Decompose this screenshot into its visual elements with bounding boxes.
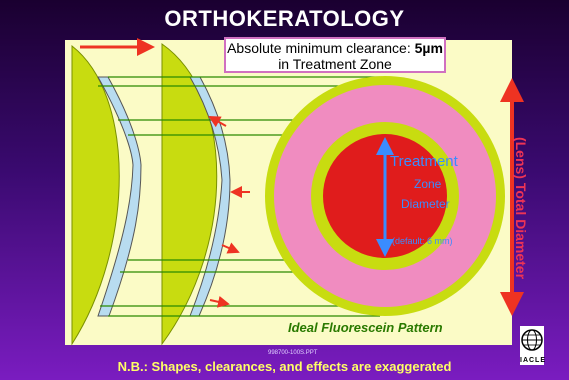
clearance-callout: Absolute minimum clearance: 5µm in Treat…	[224, 37, 446, 73]
diameter-label: Diameter	[401, 197, 450, 211]
force-arrow-lower	[222, 245, 238, 252]
footnote: N.B.: Shapes, clearances, and effects ar…	[0, 359, 569, 374]
fluorescein-pattern-label: Ideal Fluorescein Pattern	[288, 320, 443, 335]
iacle-logo: IACLE	[520, 326, 544, 366]
callout-value: 5µm	[415, 40, 443, 56]
default-diameter-label: (default: 6 mm)	[392, 236, 453, 246]
globe-icon	[520, 326, 544, 356]
force-arrow-lower2	[210, 300, 228, 304]
callout-line2: in Treatment Zone	[278, 56, 392, 72]
total-diameter-label: (Lens) Total Diameter	[513, 137, 529, 279]
slide-reference: 998700-100S.PPT	[268, 350, 317, 356]
logo-text: IACLE	[520, 356, 544, 365]
treatment-label: Treatment	[390, 153, 458, 170]
callout-prefix: Absolute minimum clearance:	[227, 40, 415, 56]
cornea-profile-right	[162, 44, 217, 344]
zone-label: Zone	[414, 177, 441, 191]
